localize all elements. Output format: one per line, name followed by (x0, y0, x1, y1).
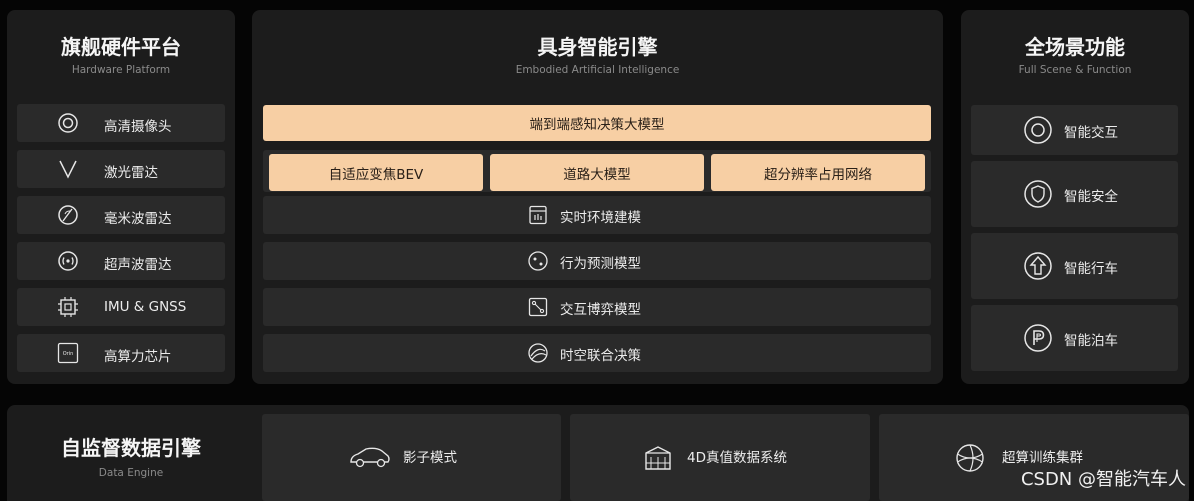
engine-module-prediction: 行为预测模型 (263, 242, 931, 280)
engine-subtitle: Embodied Artificial Intelligence (515, 64, 680, 76)
scene-item-safety: 智能安全 (971, 161, 1178, 227)
data-engine-item-shadow-mode: 影子模式 (262, 414, 561, 501)
hardware-item-label: 毫米波雷达 (104, 211, 172, 227)
data-engine-item-cluster: 超算训练集群 (879, 414, 1189, 501)
scene-item-label: 智能行车 (1064, 261, 1118, 277)
scene-item-parking: 智能泊车 (971, 305, 1178, 371)
hardware-title: 旗舰硬件平台 (61, 35, 181, 59)
prediction-icon (527, 250, 549, 272)
hardware-item-chip: Orin 高算力芯片 (17, 334, 225, 372)
engine-module-label: 实时环境建模 (560, 210, 641, 226)
hardware-item-label: IMU & GNSS (104, 299, 187, 315)
ai-engine-panel: 具身智能引擎 Embodied Artificial Intelligence … (252, 10, 943, 384)
hardware-item-label: 超声波雷达 (104, 257, 172, 273)
scenes-title: 全场景功能 (1025, 35, 1125, 59)
parking-icon (1023, 323, 1053, 353)
hardware-item-label: 高清摄像头 (104, 119, 172, 135)
engine-module-label: 时空联合决策 (560, 348, 641, 364)
data-engine-item-label: 超算训练集群 (1002, 450, 1083, 466)
environment-icon (527, 204, 549, 226)
data-engine-subtitle: Data Engine (98, 467, 164, 479)
hardware-item-label: 高算力芯片 (104, 349, 172, 365)
interaction-icon (1023, 115, 1053, 145)
hardware-item-imu-gnss: IMU & GNSS (17, 288, 225, 326)
driving-icon (1023, 251, 1053, 281)
scene-item-label: 智能交互 (1064, 125, 1118, 141)
engine-module-label: 交互博弈模型 (560, 302, 641, 318)
hardware-subtitle: Hardware Platform (71, 64, 171, 76)
hardware-platform-panel: 旗舰硬件平台 Hardware Platform 高清摄像头 激光雷达 毫米波雷… (7, 10, 235, 384)
svg-text:Orin: Orin (63, 351, 74, 357)
engine-title: 具身智能引擎 (537, 35, 658, 59)
hardware-item-label: 激光雷达 (104, 165, 158, 181)
scene-item-label: 智能泊车 (1064, 333, 1118, 349)
data-engine-item-label: 4D真值数据系统 (687, 450, 787, 466)
engine-module-game: 交互博弈模型 (263, 288, 931, 326)
orin-chip-icon: Orin (57, 342, 79, 364)
hardware-item-ultrasonic: 超声波雷达 (17, 242, 225, 280)
sub-model-bev: 自适应变焦BEV (269, 154, 483, 191)
sub-model-road: 道路大模型 (490, 154, 704, 191)
shield-icon (1023, 179, 1053, 209)
lidar-icon (57, 158, 79, 180)
data-engine-item-4d-data: 4D真值数据系统 (570, 414, 870, 501)
cluster-icon (954, 442, 986, 474)
chip-icon (57, 296, 79, 318)
engine-module-decision: 时空联合决策 (263, 334, 931, 372)
data-system-icon (643, 443, 673, 473)
engine-module-environment: 实时环境建模 (263, 196, 931, 234)
data-engine-title: 自监督数据引擎 (61, 436, 201, 460)
hardware-item-lidar: 激光雷达 (17, 150, 225, 188)
camera-icon (57, 112, 79, 134)
scene-item-interaction: 智能交互 (971, 105, 1178, 155)
scenes-subtitle: Full Scene & Function (1018, 64, 1132, 76)
ultrasonic-icon (57, 250, 79, 272)
decision-icon (527, 342, 549, 364)
scene-item-driving: 智能行车 (971, 233, 1178, 299)
radar-icon (57, 204, 79, 226)
full-scene-panel: 全场景功能 Full Scene & Function 智能交互 智能安全 智能… (961, 10, 1189, 384)
hardware-item-camera: 高清摄像头 (17, 104, 225, 142)
car-icon (348, 444, 392, 470)
engine-module-label: 行为预测模型 (560, 256, 641, 272)
data-engine-item-label: 影子模式 (403, 450, 457, 466)
watermark: CSDN @智能汽车人 (1020, 469, 1186, 490)
sub-model-occupancy: 超分辨率占用网络 (711, 154, 925, 191)
game-icon (527, 296, 549, 318)
data-engine-panel: 自监督数据引擎 Data Engine 影子模式 4D真值数据系统 超算训练集群 (7, 405, 1189, 501)
scene-item-label: 智能安全 (1064, 189, 1118, 205)
hardware-item-radar: 毫米波雷达 (17, 196, 225, 234)
end-to-end-model-bar: 端到端感知决策大模型 (263, 105, 931, 141)
